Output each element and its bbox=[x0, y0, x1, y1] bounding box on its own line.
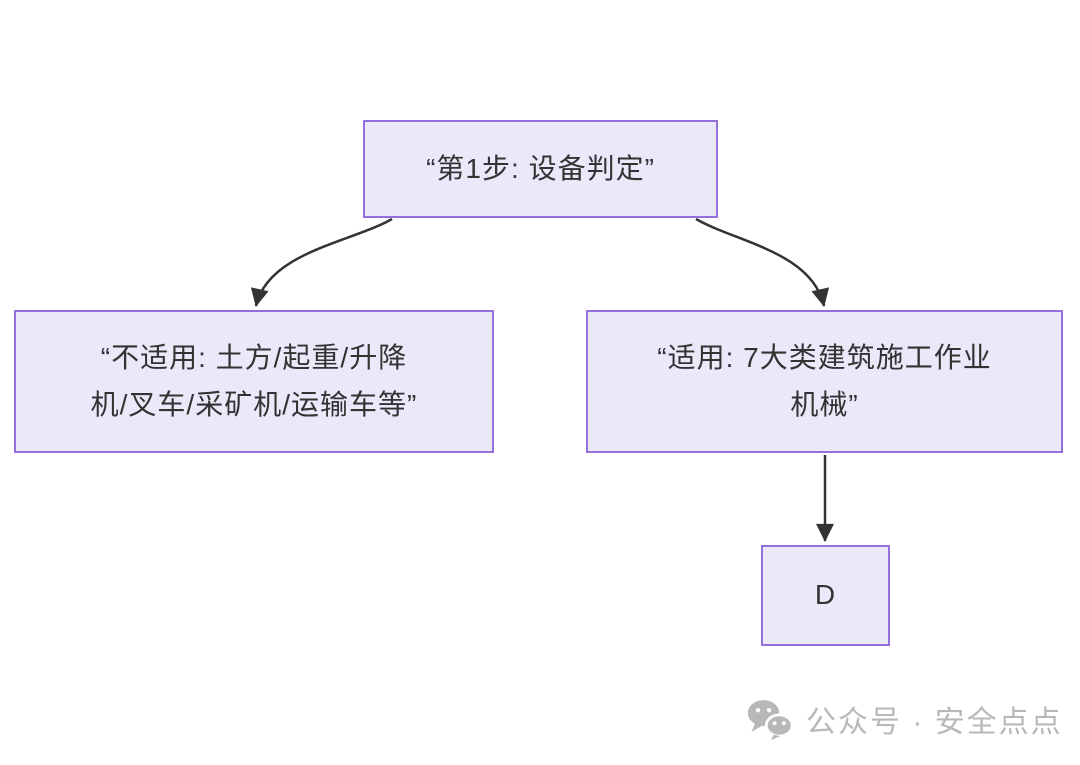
wechat-icon bbox=[747, 700, 794, 741]
node-applicable-label: “适用: 7大类建筑施工作业 机械” bbox=[657, 342, 992, 420]
edge-step1-to-applicable bbox=[695, 217, 830, 307]
node-step1-label: “第1步: 设备判定” bbox=[426, 152, 655, 184]
node-applicable: “适用: 7大类建筑施工作业 机械” bbox=[586, 310, 1063, 453]
watermark-text: 公众号 · 安全点点 bbox=[806, 706, 1063, 739]
edge-step1-to-not-applicable bbox=[250, 217, 393, 307]
node-step1: “第1步: 设备判定” bbox=[363, 120, 718, 218]
node-d: D bbox=[761, 545, 890, 646]
node-d-label: D bbox=[814, 579, 837, 611]
watermark: 公众号 · 安全点点 bbox=[746, 697, 1063, 741]
node-not-applicable: “不适用: 土方/起重/升降 机/叉车/采矿机/运输车等” bbox=[14, 310, 494, 453]
node-not-applicable-label: “不适用: 土方/起重/升降 机/叉车/采矿机/运输车等” bbox=[90, 342, 418, 420]
